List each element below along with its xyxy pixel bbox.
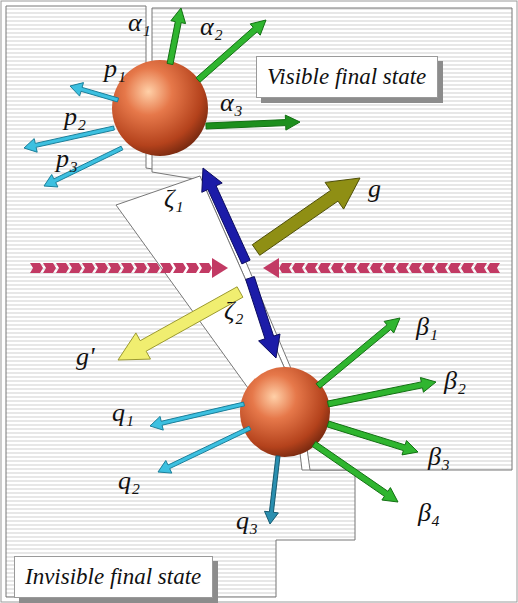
gluon-arrow (118, 287, 243, 360)
beam-dash (396, 263, 409, 273)
beam-dash (147, 263, 160, 273)
visible-particle-arrow (327, 378, 436, 407)
beam-head (212, 258, 228, 278)
state-label-box: Invisible final state (14, 556, 213, 598)
beam-dash (305, 263, 318, 273)
beam-dash (487, 263, 500, 273)
invisible-particle-arrow (150, 402, 245, 430)
state-label: Visible final state (257, 57, 437, 96)
particle-label: β₃ (428, 444, 450, 470)
particle-label: g (368, 176, 381, 202)
visible-particle-arrow (327, 421, 418, 455)
invisible-particle-arrow (265, 456, 281, 524)
beam-dash (448, 263, 461, 273)
beam-dash (318, 263, 331, 273)
beam-dash (95, 263, 108, 273)
particle-label: β₂ (444, 368, 466, 394)
visible-particle-arrow (312, 442, 398, 503)
beam-dash (199, 263, 212, 273)
particle-label: β₄ (418, 500, 440, 526)
particle-label: α₂ (200, 14, 223, 40)
particle-label: β₁ (416, 314, 438, 340)
particle-label: g' (76, 344, 95, 370)
particle-label: p₁ (104, 56, 126, 82)
particle-label: ζ₁ (164, 186, 184, 212)
propagator-arrow (202, 168, 250, 264)
beam-dash (30, 263, 43, 273)
visible-particle-arrow (167, 8, 186, 65)
beam-dash (357, 263, 370, 273)
particle-label: q₁ (112, 400, 134, 426)
state-label-box: Visible final state (256, 56, 438, 98)
beam-dash (279, 263, 292, 273)
particle-label: q₂ (118, 468, 140, 494)
propagator-arrow (246, 277, 280, 358)
upper-vertex-ball (112, 60, 208, 156)
particle-label: α₃ (220, 90, 243, 116)
beam-dash (82, 263, 95, 273)
state-label: Invisible final state (15, 557, 212, 596)
beam-dash (461, 263, 474, 273)
particle-label: p₃ (56, 146, 78, 172)
beam-dash (160, 263, 173, 273)
beam-dash (173, 263, 186, 273)
particle-label: q₃ (236, 508, 258, 534)
propagator-corridor (116, 176, 292, 388)
beam-head (263, 258, 279, 278)
invisible-particle-arrow (44, 146, 123, 187)
beam-dash (186, 263, 199, 273)
beam-dash (474, 263, 487, 273)
beam-dash (409, 263, 422, 273)
invisible-particle-arrow (70, 83, 119, 102)
beam-dash (344, 263, 357, 273)
beam-dash (134, 263, 147, 273)
beam-dash (43, 263, 56, 273)
visible-particle-arrow (206, 115, 300, 130)
invisible-particle-arrow (158, 426, 251, 473)
beam-dash (370, 263, 383, 273)
beam-dash (56, 263, 69, 273)
particle-label: α₁ (128, 10, 151, 36)
particle-label: p₂ (64, 104, 86, 130)
beam-dash (108, 263, 121, 273)
particle-label: ζ₂ (224, 298, 244, 324)
beam-dash (383, 263, 396, 273)
visible-particle-arrow (316, 318, 400, 388)
beam-dash (121, 263, 134, 273)
beam-dash (435, 263, 448, 273)
beam-dash (69, 263, 82, 273)
gluon-arrow (252, 178, 360, 255)
beam-dash (331, 263, 344, 273)
beam-dash (292, 263, 305, 273)
beam-dash (422, 263, 435, 273)
